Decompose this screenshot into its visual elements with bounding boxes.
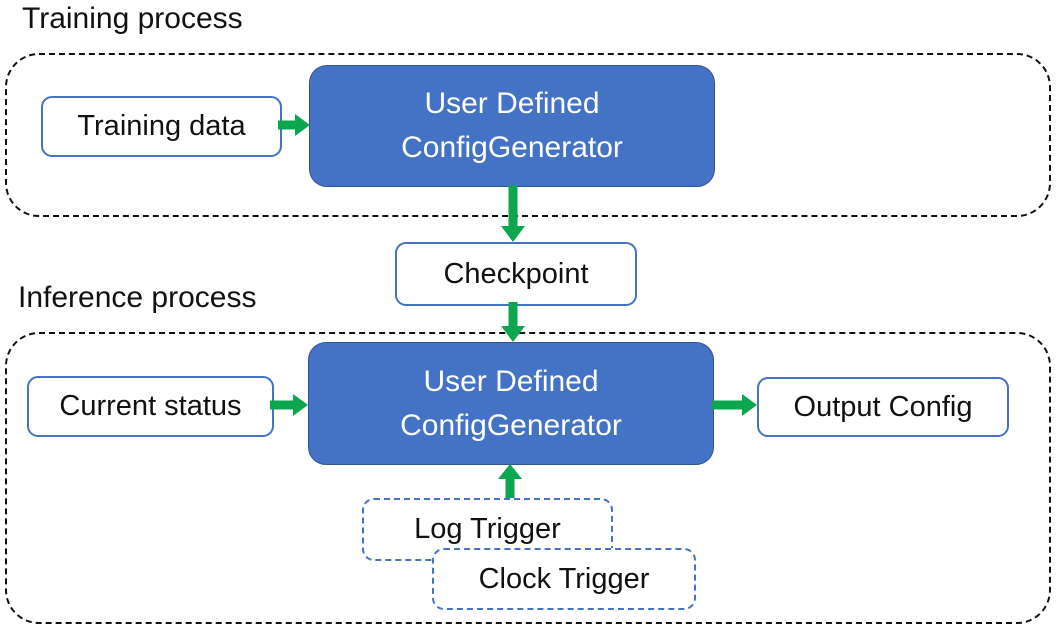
arrow-head-right-icon [742, 394, 757, 416]
output-config-box: Output Config [757, 377, 1009, 437]
current-status-box: Current status [27, 376, 274, 437]
arrow-current-status-to-generator [270, 394, 308, 416]
training-data-label: Training data [77, 110, 246, 142]
arrow-head-right-icon [295, 114, 310, 136]
arrow-shaft [508, 185, 518, 226]
training-data-box: Training data [41, 96, 282, 157]
arrow-shaft [505, 479, 515, 498]
training-process-title: Training process [22, 2, 243, 35]
arrow-head-down-icon [501, 226, 525, 242]
arrow-shaft [712, 400, 742, 410]
arrow-generator-to-checkpoint [501, 185, 525, 242]
arrow-shaft [508, 302, 518, 326]
arrow-head-right-icon [293, 394, 308, 416]
arrow-shaft [270, 400, 293, 410]
generator-label-line1: User Defined [423, 364, 599, 398]
generator-label-line1: User Defined [424, 87, 600, 120]
training-config-generator-box: User Defined ConfigGenerator [309, 65, 715, 187]
current-status-label: Current status [59, 390, 242, 422]
checkpoint-box: Checkpoint [395, 242, 637, 306]
arrow-shaft [278, 120, 295, 130]
arrow-checkpoint-to-generator [501, 302, 525, 342]
arrow-training-data-to-generator [278, 114, 310, 136]
inference-config-generator-box: User Defined ConfigGenerator [308, 342, 714, 465]
inference-process-container [5, 332, 1051, 624]
arrow-generator-to-output [712, 394, 757, 416]
arrow-triggers-to-generator [498, 464, 522, 498]
arrow-head-up-icon [498, 464, 522, 479]
training-process-container [5, 53, 1051, 217]
output-config-label: Output Config [793, 390, 973, 423]
checkpoint-label: Checkpoint [443, 257, 589, 290]
inference-process-title: Inference process [18, 281, 257, 314]
generator-label-line2: ConfigGenerator [400, 408, 622, 442]
log-trigger-label: Log Trigger [414, 513, 561, 545]
generator-label-line2: ConfigGenerator [401, 131, 623, 164]
arrow-head-down-icon [501, 326, 525, 342]
clock-trigger-box: Clock Trigger [432, 548, 696, 610]
clock-trigger-label: Clock Trigger [478, 562, 650, 595]
